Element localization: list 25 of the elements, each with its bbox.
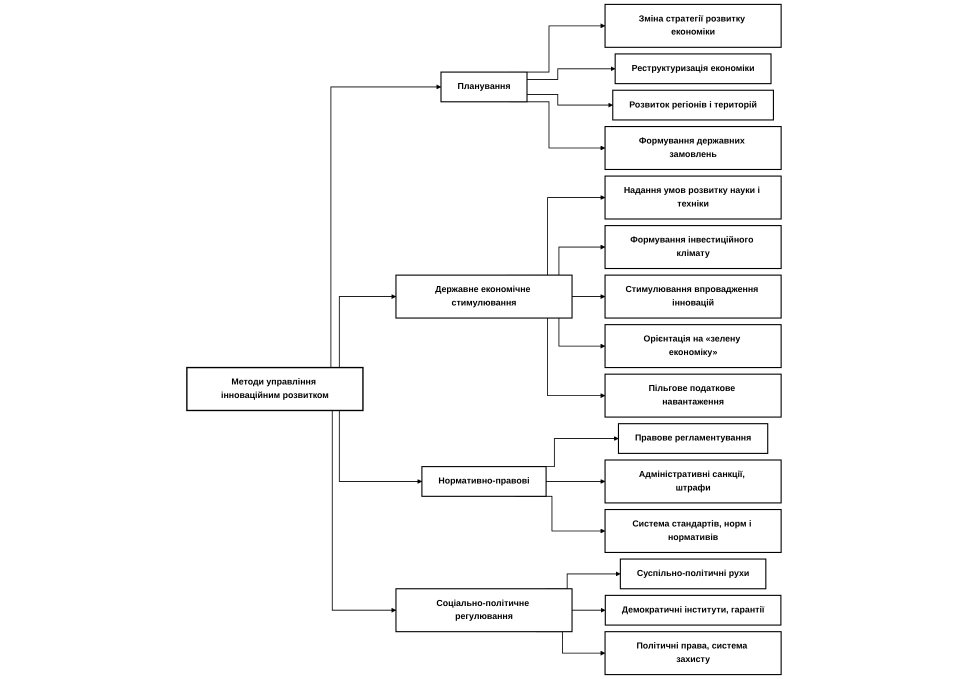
node-box: Надання умов розвитку науки і техніки <box>604 176 782 220</box>
node-box: Пільгове податкове навантаження <box>604 374 782 418</box>
node-box: Суспільно-політичні рухи <box>620 558 766 590</box>
node-box: Система стандартів, норм і нормативів <box>604 508 782 553</box>
node-box: Адміністративні санкції, штрафи <box>604 459 782 504</box>
node-box: Політичні права, система захисту <box>604 631 782 676</box>
arrow <box>572 294 606 299</box>
node-box: Орієнтація на «зелену економіку» <box>604 324 782 368</box>
arrow <box>526 66 616 80</box>
node-box: Реструктуризація економіки <box>614 53 772 84</box>
arrow <box>546 479 606 484</box>
node-box: Демократичні інститути, гарантії <box>604 594 782 626</box>
node-box: Зміна стратегії розвитку економіки <box>604 4 782 48</box>
node-box: Стимулювання впровадження інновацій <box>604 274 782 319</box>
node-box: Нормативно-правові <box>421 466 547 497</box>
node-box: Розвиток регіонів і територій <box>612 90 774 120</box>
node-box: Правове регламентування <box>618 423 768 454</box>
node-box: Державне економічне стимулювання <box>395 274 573 319</box>
node-box: Формування інвестиційного клімату <box>604 225 782 270</box>
arrow <box>526 94 613 108</box>
node-box: Соціально-політичне регулювання <box>395 588 573 632</box>
node-box: Планування <box>440 72 528 102</box>
arrow <box>572 608 606 613</box>
node-box: Формування державних замовлень <box>604 126 782 170</box>
node-box: Методи управління інноваційним розвитком <box>186 366 364 412</box>
